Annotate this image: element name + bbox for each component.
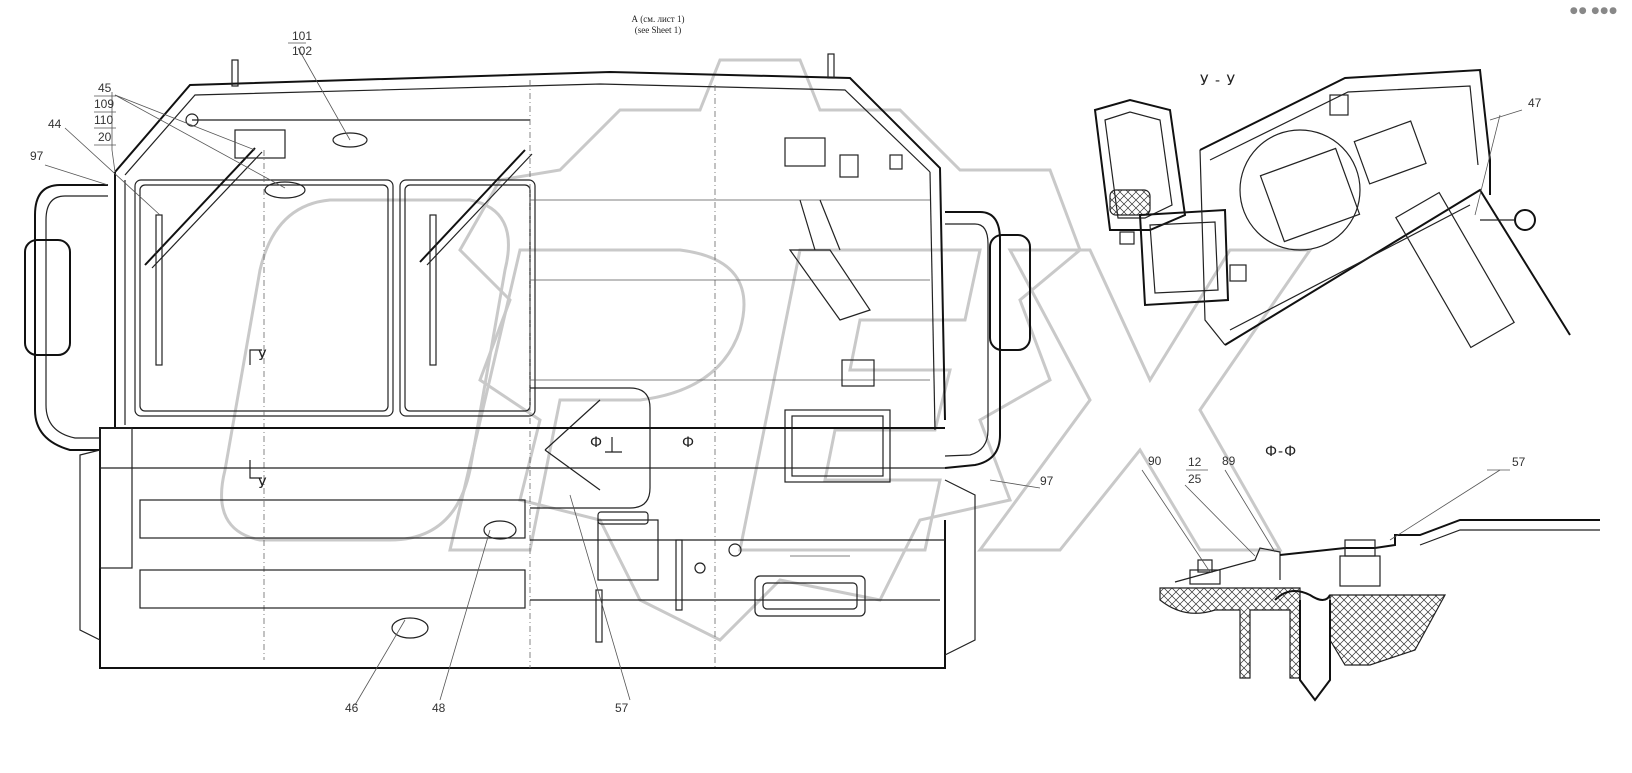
cab-front-view: У У Ф Ф (24, 47, 1041, 706)
callout-57-right: 57 (1512, 455, 1526, 469)
callout-102: 102 (292, 44, 312, 58)
callout-44: 44 (48, 117, 62, 131)
corner-logo-icon: ●● ●●● (1569, 6, 1618, 16)
section-marker-u-bottom: У (258, 476, 268, 492)
watermark-gear (458, 58, 1082, 642)
section-ff-title: Ф-Ф (1265, 444, 1297, 460)
section-marker-f-2: Ф (682, 435, 695, 451)
callout-89: 89 (1222, 454, 1236, 468)
callout-57-bottom: 57 (615, 701, 629, 715)
section-marker-u-top: У (258, 348, 268, 364)
callout-47: 47 (1528, 96, 1542, 110)
callout-12: 12 (1188, 455, 1202, 469)
section-ff-detail: Ф-Ф 90 12 25 89 57 (1141, 444, 1600, 702)
callout-110: 110 (94, 113, 113, 127)
section-uu-title: У - У (1200, 73, 1236, 89)
callout-97-right: 97 (1040, 474, 1054, 488)
callout-109: 109 (94, 97, 114, 111)
view-title-line2: (see Sheet 1) (635, 25, 681, 35)
callout-45: 45 (98, 81, 112, 95)
callout-90: 90 (1148, 454, 1162, 468)
callout-20: 20 (98, 130, 112, 144)
view-title-line1: А (см. лист 1) (632, 14, 685, 24)
callout-97-left: 97 (30, 149, 44, 163)
section-uu-detail: У - У 47 (1093, 68, 1571, 349)
callout-25: 25 (1188, 472, 1202, 486)
section-marker-f: Ф (590, 435, 603, 451)
callout-101: 101 (292, 29, 312, 43)
callout-48: 48 (432, 701, 446, 715)
callout-46: 46 (345, 701, 359, 715)
watermark-letters (220, 198, 1313, 552)
